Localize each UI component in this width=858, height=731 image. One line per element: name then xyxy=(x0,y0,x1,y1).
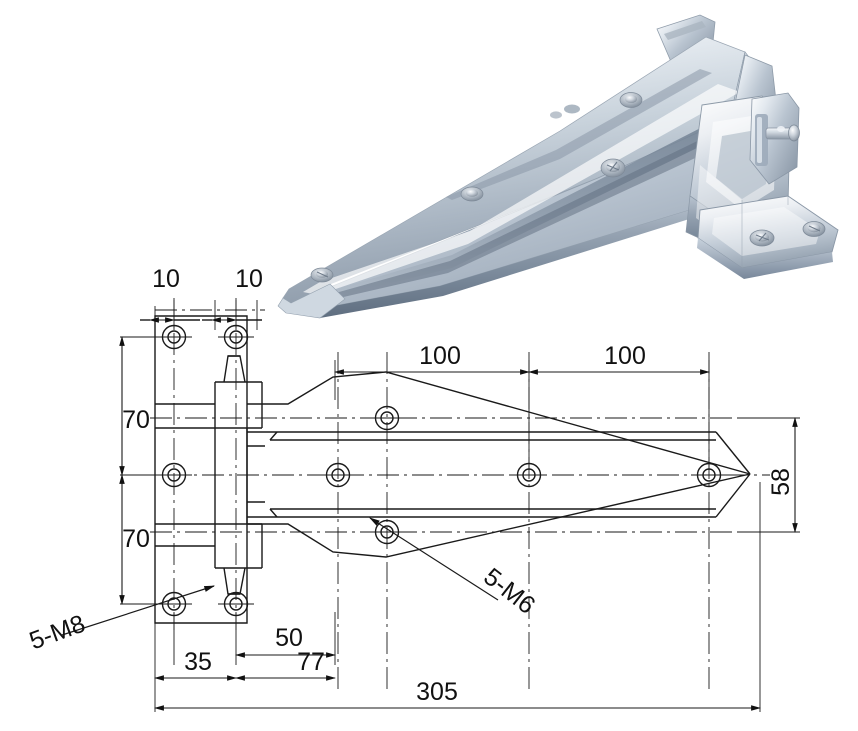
base-screw-2 xyxy=(802,221,826,237)
dim-label-70-upper: 70 xyxy=(122,406,150,434)
leader-5-M6 xyxy=(369,517,499,601)
base-screw-1 xyxy=(749,229,775,247)
pivot-bolt xyxy=(765,124,800,142)
leaf-screw-3 xyxy=(600,158,626,178)
dim-label-58: 58 xyxy=(767,468,795,496)
leaf-screw-2 xyxy=(550,104,580,119)
hinge-barrel xyxy=(214,428,248,524)
callout-5-M8: 5-M8 xyxy=(26,610,89,656)
dim-label-305: 305 xyxy=(416,678,458,706)
leaf-screw-1 xyxy=(619,92,643,108)
dim-label-77: 77 xyxy=(297,648,325,676)
dim-label-50: 50 xyxy=(275,624,303,652)
dim-label-100-second: 100 xyxy=(604,342,646,370)
leaf-screw-4 xyxy=(460,186,484,202)
dim-label-100-first: 100 xyxy=(419,342,461,370)
extension-lines xyxy=(120,300,800,712)
callout-5-M6: 5-M6 xyxy=(478,563,540,620)
leaf-screw-5 xyxy=(310,267,334,283)
dim-label-10-right: 10 xyxy=(235,265,263,293)
hole-crosshairs xyxy=(156,336,727,605)
leader-5-M8 xyxy=(61,585,216,636)
dim-label-10-left: 10 xyxy=(152,265,180,293)
dim-label-35: 35 xyxy=(184,648,212,676)
hinge-3d-illustration xyxy=(277,14,839,319)
base-plate-outline xyxy=(154,315,248,624)
base-plate-knuckle-bottom xyxy=(155,523,263,595)
leaf-rib-upper xyxy=(247,431,716,447)
base-plate-knuckle-top xyxy=(155,355,263,429)
leaf-rib-lower xyxy=(247,501,716,518)
leaf-outline xyxy=(247,371,751,558)
dim-label-70-lower: 70 xyxy=(122,525,150,553)
